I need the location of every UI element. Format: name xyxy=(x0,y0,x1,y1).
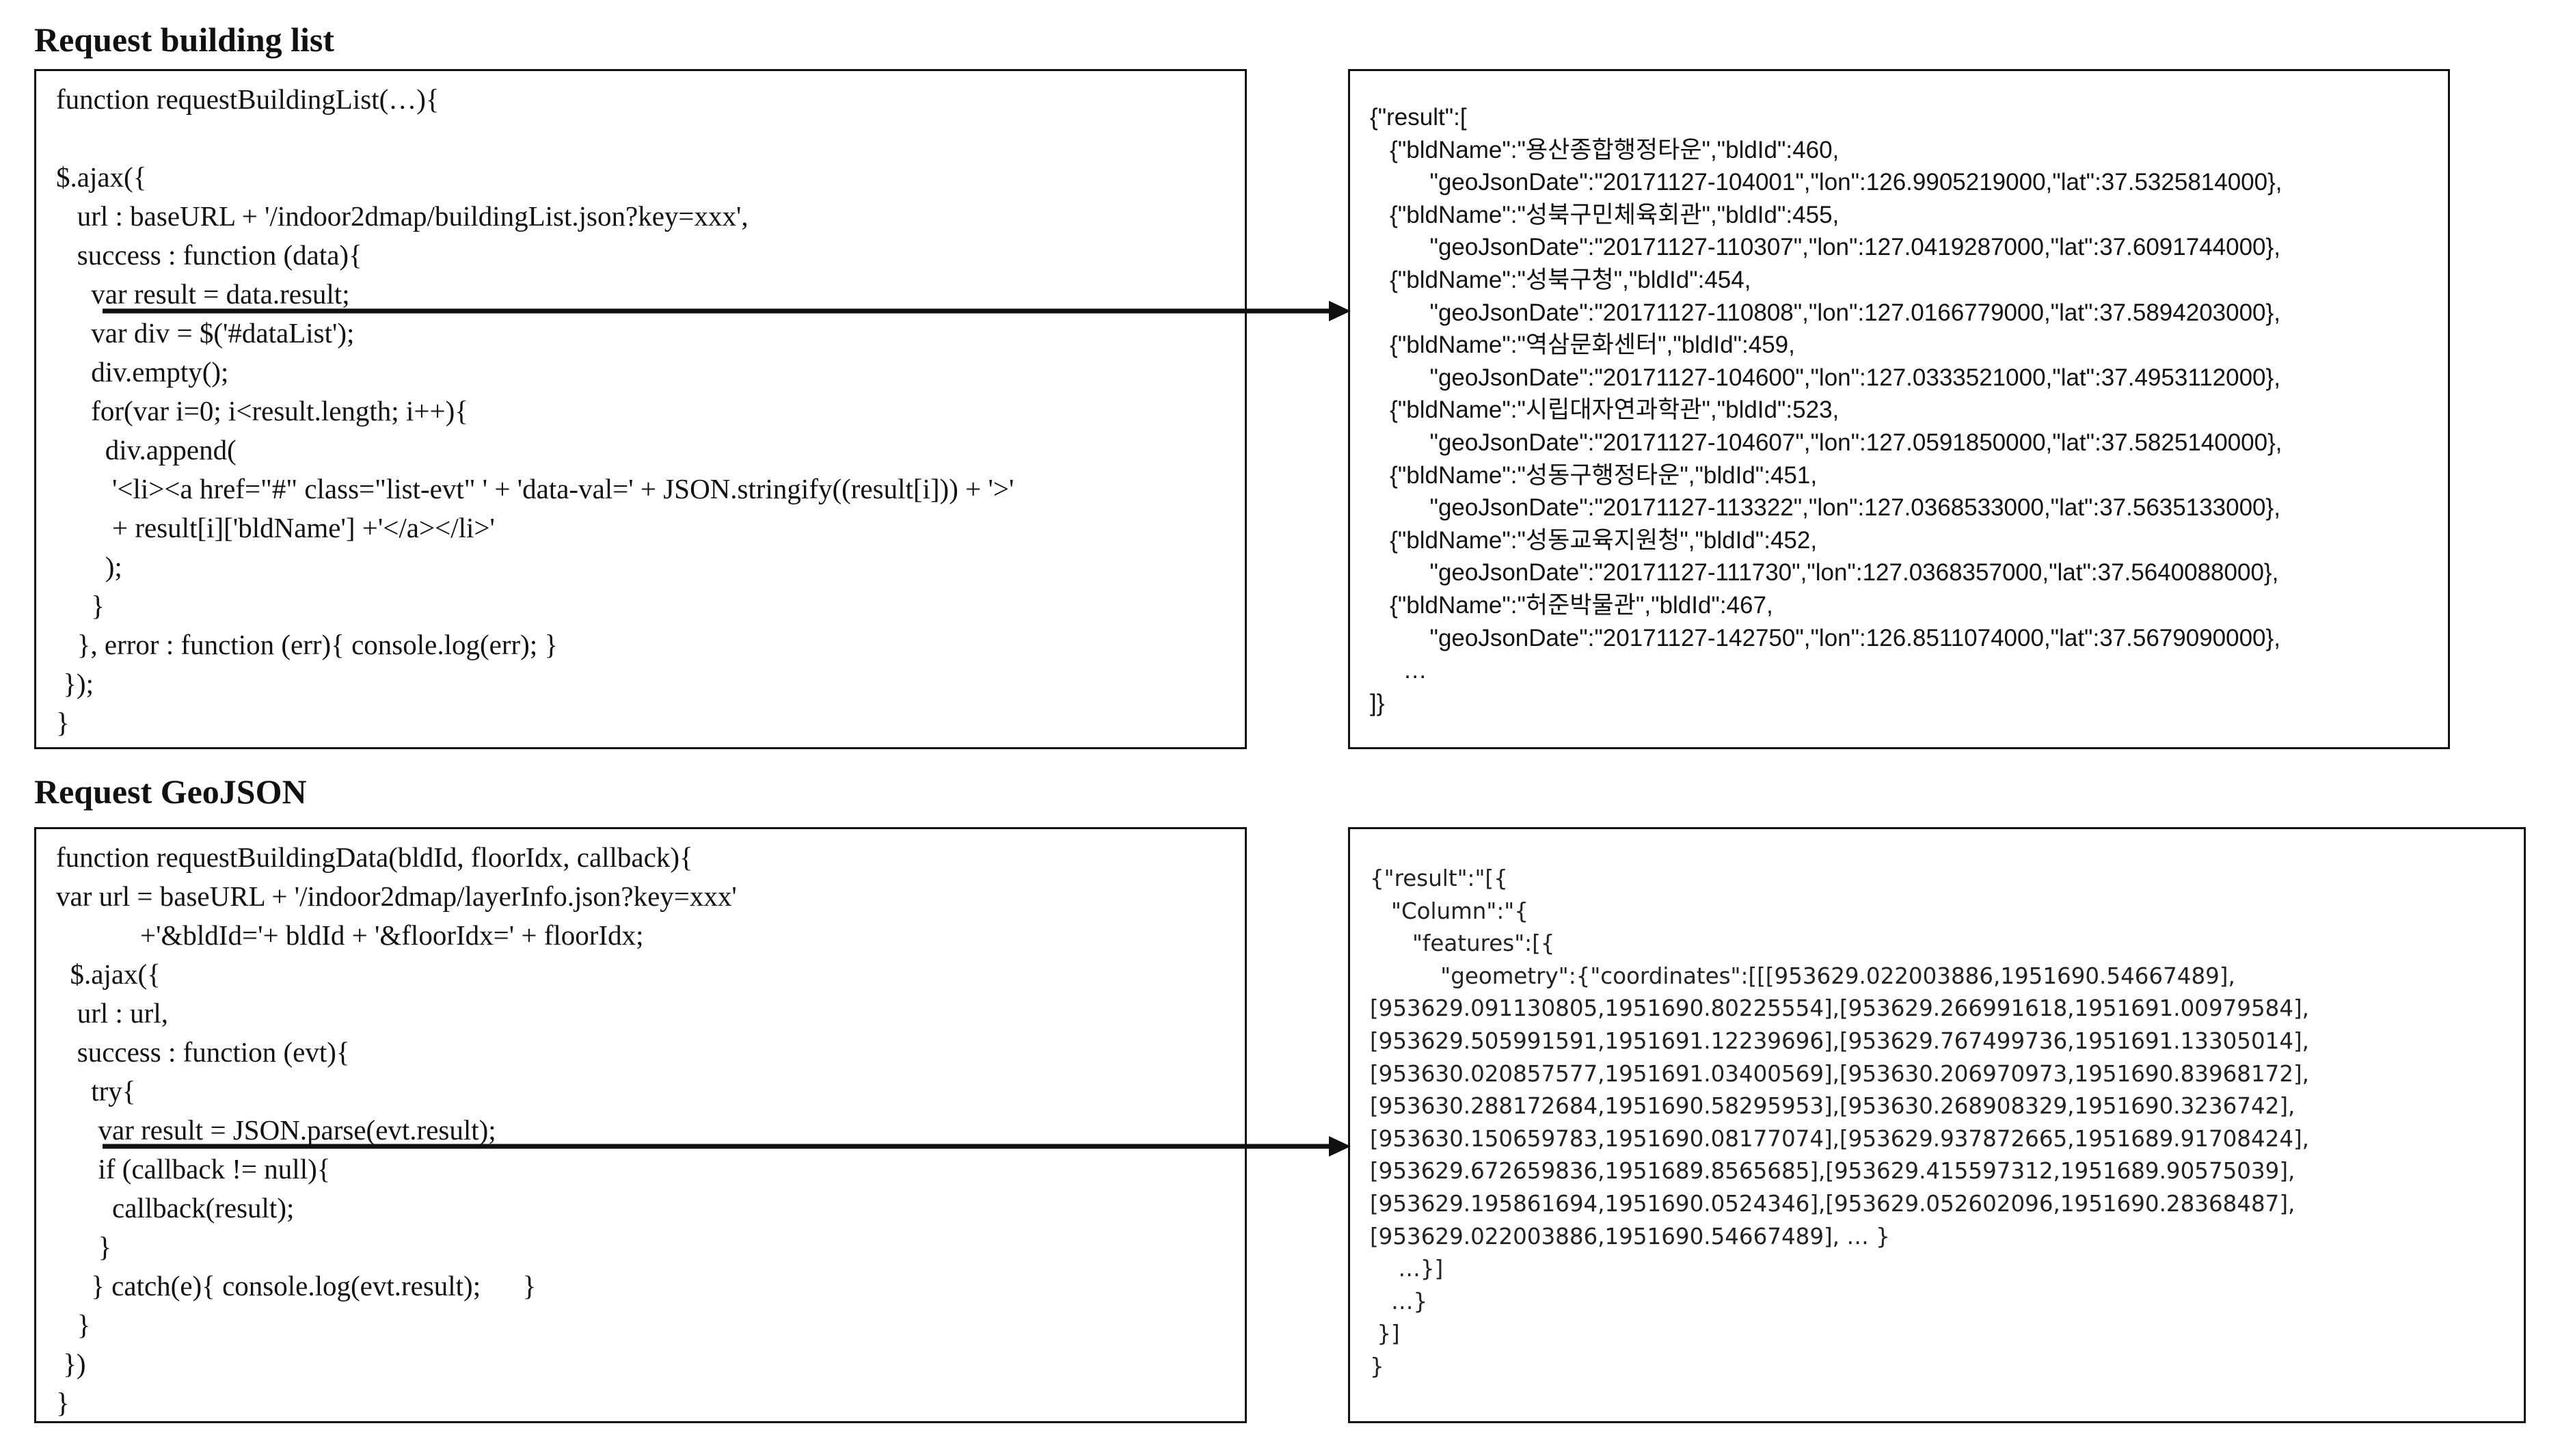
text-line: "geoJsonDate":"20171127-142750","lon":12… xyxy=(1370,624,2280,651)
text-line: div.empty(); xyxy=(56,356,229,388)
text-line: {"bldName":"역삼문화센터","bldId":459, xyxy=(1370,332,1795,359)
geojson-response-box xyxy=(1348,827,2526,1423)
text-line: $.ajax({ xyxy=(56,161,147,193)
text-line: {"result":"[{ xyxy=(1370,865,1508,891)
text-line: url : url, xyxy=(56,997,168,1029)
text-line: div.append( xyxy=(56,434,237,466)
text-line: …}] xyxy=(1370,1256,1444,1282)
text-line: } xyxy=(56,1309,91,1340)
text-line: {"bldName":"성북구민체육회관","bldId":455, xyxy=(1370,201,1840,228)
text-line: {"bldName":"성동구행정타운","bldId":451, xyxy=(1370,461,1818,489)
geojson-response: {"result":"[{ "Column":"{ "features":[{ … xyxy=(1370,863,2309,1384)
text-line: "geoJsonDate":"20171127-111730","lon":12… xyxy=(1370,559,2279,587)
arrow-building-list xyxy=(103,301,1351,321)
text-line: "geoJsonDate":"20171127-104607","lon":12… xyxy=(1370,429,2282,456)
text-line: }] xyxy=(1370,1321,1400,1347)
text-line: "geoJsonDate":"20171127-104600","lon":12… xyxy=(1370,364,2280,391)
text-line: } xyxy=(56,707,70,738)
text-line: "geoJsonDate":"20171127-110808","lon":12… xyxy=(1370,299,2280,326)
text-line: … xyxy=(1370,657,1427,684)
text-line: [953629.091130805,1951690.80225554],[953… xyxy=(1370,995,2310,1022)
text-line: {"result":[ xyxy=(1370,104,1467,131)
text-line: }) xyxy=(56,1348,86,1379)
text-line: {"bldName":"시립대자연과학관","bldId":523, xyxy=(1370,396,1840,424)
building-list-code-box xyxy=(34,69,1247,749)
text-line: [953630.020857577,1951691.03400569],[953… xyxy=(1370,1060,2310,1087)
text-line: for(var i=0; i<result.length; i++){ xyxy=(56,395,468,427)
text-line: } xyxy=(1370,1353,1384,1379)
text-line: ); xyxy=(56,551,122,582)
text-line: } xyxy=(56,1387,70,1418)
arrow-geojson xyxy=(103,1136,1351,1157)
text-line: function requestBuildingData(bldId, floo… xyxy=(56,841,693,873)
text-line: + result[i]['bldName'] +'</a></li>' xyxy=(56,512,495,543)
text-line: "Column":"{ xyxy=(1370,898,1528,924)
building-list-response: {"result":[ {"bldName":"용산종합행정타운","bldId… xyxy=(1370,101,2282,719)
arrow-head-icon xyxy=(1329,1136,1351,1157)
text-line: [953630.150659783,1951690.08177074],[953… xyxy=(1370,1125,2310,1152)
building-list-heading: Request building list xyxy=(34,21,335,59)
text-line: var result = data.result; xyxy=(56,278,350,310)
text-line: '<li><a href="#" class="list-evt" ' + 'd… xyxy=(56,473,1014,504)
text-line: url : baseURL + '/indoor2dmap/buildingLi… xyxy=(56,200,749,232)
text-line: } xyxy=(56,590,105,621)
geojson-heading: Request GeoJSON xyxy=(34,772,307,811)
text-line: try{ xyxy=(56,1075,136,1107)
text-line: "features":[{ xyxy=(1370,930,1555,957)
text-line: var url = baseURL + '/indoor2dmap/layerI… xyxy=(56,880,737,912)
text-line: if (callback != null){ xyxy=(56,1153,331,1185)
text-line: {"bldName":"성북구청","bldId":454, xyxy=(1370,266,1751,293)
text-line: [953629.672659836,1951689.8565685],[9536… xyxy=(1370,1158,2295,1185)
text-line: [953629.505991591,1951691.12239696],[953… xyxy=(1370,1027,2310,1054)
text-line: }); xyxy=(56,668,94,699)
geojson-code: function requestBuildingData(bldId, floo… xyxy=(56,838,737,1423)
text-line: "geoJsonDate":"20171127-104001","lon":12… xyxy=(1370,169,2282,196)
text-line: callback(result); xyxy=(56,1192,295,1224)
text-line: } xyxy=(56,1231,112,1263)
text-line: } catch(e){ console.log(evt.result); } xyxy=(56,1270,537,1302)
geojson-code-box xyxy=(34,827,1247,1423)
text-line: var result = JSON.parse(evt.result); xyxy=(56,1114,496,1146)
text-line: function requestBuildingList(…){ xyxy=(56,83,440,115)
text-line: ]} xyxy=(1370,689,1385,716)
text-line: "geoJsonDate":"20171127-113322","lon":12… xyxy=(1370,494,2280,522)
text-line: var div = $('#dataList'); xyxy=(56,317,355,349)
text-line: [953629.022003886,1951690.54667489], … } xyxy=(1370,1223,1890,1250)
building-list-code: function requestBuildingList(…){ $.ajax(… xyxy=(56,80,1014,742)
text-line: "geoJsonDate":"20171127-110307","lon":12… xyxy=(1370,234,2280,261)
text-line: …} xyxy=(1370,1288,1428,1315)
building-list-response-box xyxy=(1348,69,2450,749)
text-line: {"bldName":"용산종합행정타운","bldId":460, xyxy=(1370,136,1840,163)
text-line: success : function (evt){ xyxy=(56,1036,350,1068)
text-line: $.ajax({ xyxy=(56,958,161,990)
arrow-head-icon xyxy=(1329,301,1351,321)
text-line: {"bldName":"성동교육지원청","bldId":452, xyxy=(1370,526,1818,554)
text-line: +'&bldId='+ bldId + '&floorIdx=' + floor… xyxy=(56,919,644,951)
text-line: success : function (data){ xyxy=(56,239,362,271)
text-line: {"bldName":"허준박물관","bldId":467, xyxy=(1370,591,1773,619)
text-line: [953630.288172684,1951690.58295953],[953… xyxy=(1370,1093,2295,1120)
text-line: [953629.195861694,1951690.0524346],[9536… xyxy=(1370,1190,2295,1217)
text-line: "geometry":{"coordinates":[[[953629.0220… xyxy=(1370,962,2235,989)
text-line: }, error : function (err){ console.log(e… xyxy=(56,629,558,660)
